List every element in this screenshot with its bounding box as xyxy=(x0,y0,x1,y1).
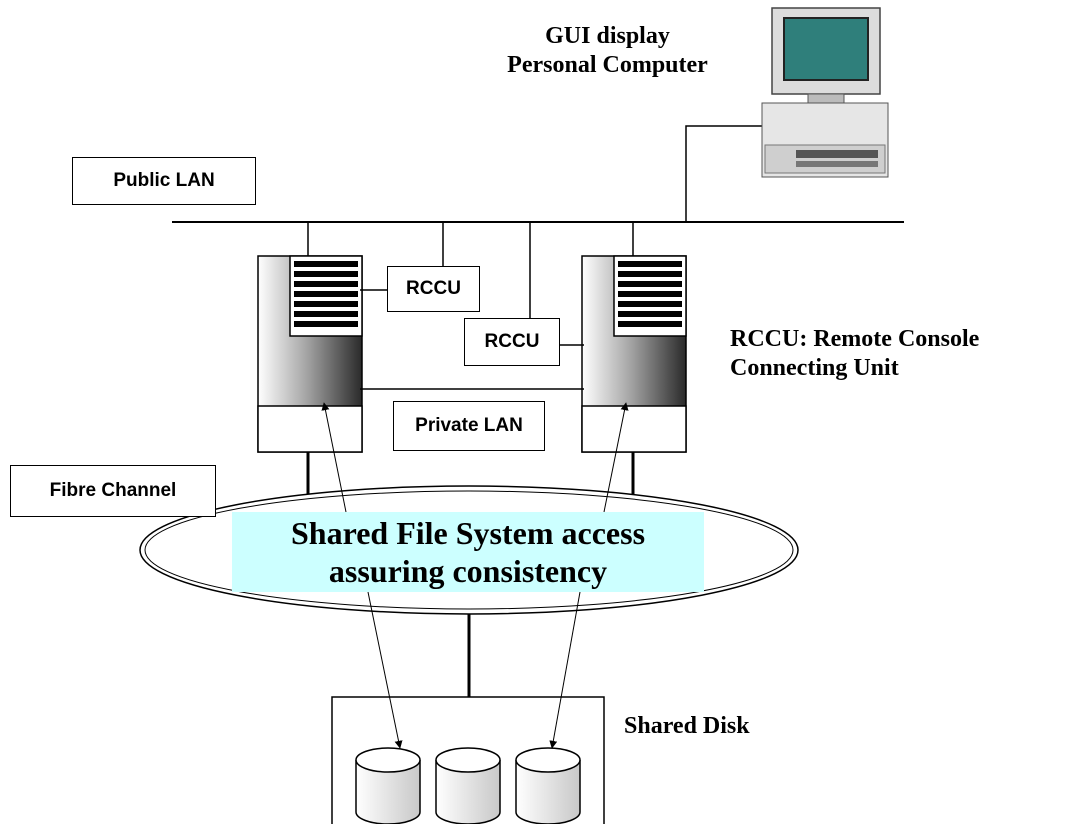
fibre-channel-ring-inner xyxy=(144,490,794,610)
shared-fs-line2: assuring consistency xyxy=(328,553,608,589)
shared-file-system-label: Shared File System access assuring consi… xyxy=(232,512,704,592)
rccu-definition-line1: RCCU: Remote Console xyxy=(730,326,980,352)
access-arrow-left-up xyxy=(321,402,347,513)
pc-label: GUI display Personal Computer xyxy=(470,22,745,80)
fibre-channel-label: Fibre Channel xyxy=(10,465,216,517)
rccu-definition-line2: Connecting Unit xyxy=(730,354,899,381)
right-server-icon xyxy=(581,255,687,453)
personal-computer-icon xyxy=(761,7,889,178)
shared-disk-label: Shared Disk xyxy=(624,713,750,739)
public-lan-label: Public LAN xyxy=(72,157,256,205)
rccu-definition: RCCU: Remote Console Connecting Unit xyxy=(730,325,979,383)
pc-label-line1: GUI display xyxy=(545,23,670,49)
private-lan-label: Private LAN xyxy=(393,401,545,451)
disk-cylinder-icon xyxy=(435,747,501,824)
rccu-left-box: RCCU xyxy=(387,266,480,312)
disk-cylinder-icon xyxy=(355,747,421,824)
access-arrow-left-down xyxy=(367,591,403,749)
pc-label-line2: Personal Computer xyxy=(507,51,708,78)
rccu-right-box: RCCU xyxy=(464,318,560,366)
disk-cylinder-icon xyxy=(515,747,581,824)
shared-fs-line1: Shared File System access xyxy=(290,514,646,551)
access-arrow-right-down xyxy=(549,591,581,749)
left-server-icon xyxy=(257,255,363,453)
pc-connection-line xyxy=(685,125,762,222)
access-arrow-right-up xyxy=(603,402,629,513)
